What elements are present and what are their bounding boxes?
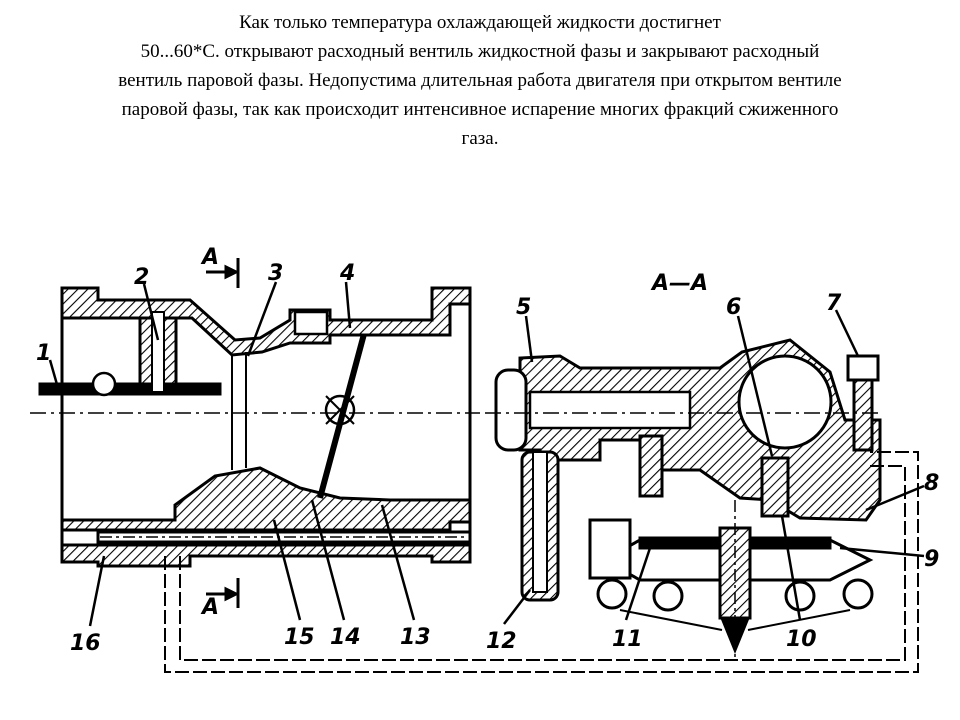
- housing: [518, 338, 882, 522]
- valve-stem: [760, 456, 790, 518]
- lower-cover: [588, 518, 632, 580]
- callout-6: 6: [726, 295, 741, 320]
- callout-9: 9: [924, 547, 939, 572]
- screw-7: [846, 354, 880, 382]
- caption: Как только температура охлаждающей жидко…: [30, 8, 930, 153]
- nut: [494, 368, 528, 452]
- callout-3: 3: [268, 261, 283, 286]
- callout-12: 12: [486, 629, 517, 654]
- callout-7: 7: [826, 291, 842, 316]
- callout-5: 5: [516, 295, 531, 320]
- bottom-flange: [60, 543, 472, 568]
- callout-14: 14: [330, 625, 361, 650]
- caption-line-2: 50...60*С. открывают расходный вентиль ж…: [140, 41, 820, 62]
- chamber: [737, 354, 833, 450]
- callout-4: 4: [339, 261, 355, 286]
- section-markers: [206, 258, 240, 608]
- callout-1: 1: [36, 341, 51, 366]
- section-marker-top: A: [200, 245, 219, 270]
- callout-11: 11: [612, 627, 643, 652]
- callout-15: 15: [284, 625, 315, 650]
- section-view: [485, 338, 882, 660]
- callout-10: 10: [786, 627, 817, 652]
- throttle-disc: [317, 333, 367, 499]
- caption-line-3: вентиль паровой фазы. Недопустима длител…: [118, 70, 842, 91]
- bottom-wall: [60, 466, 472, 532]
- caption-line-5: газа.: [461, 128, 499, 149]
- section-title: А—А: [650, 271, 708, 296]
- caption-line-1: Как только температура охлаждающей жидко…: [239, 12, 721, 33]
- callout-16: 16: [70, 631, 101, 656]
- leader-lines: [48, 281, 925, 627]
- callout-2: 2: [134, 265, 149, 290]
- top-wall: [60, 286, 472, 357]
- connection-outline: [164, 451, 919, 673]
- callout-8: 8: [924, 471, 939, 496]
- callout-13: 13: [400, 625, 431, 650]
- mixer-body-view: [30, 286, 480, 568]
- caption-line-4: паровой фазы, так как происходит интенси…: [121, 99, 839, 120]
- throttle-axis: [324, 394, 356, 426]
- gas-inlet-tube: [38, 382, 222, 396]
- section-marker-bottom: A: [200, 595, 219, 620]
